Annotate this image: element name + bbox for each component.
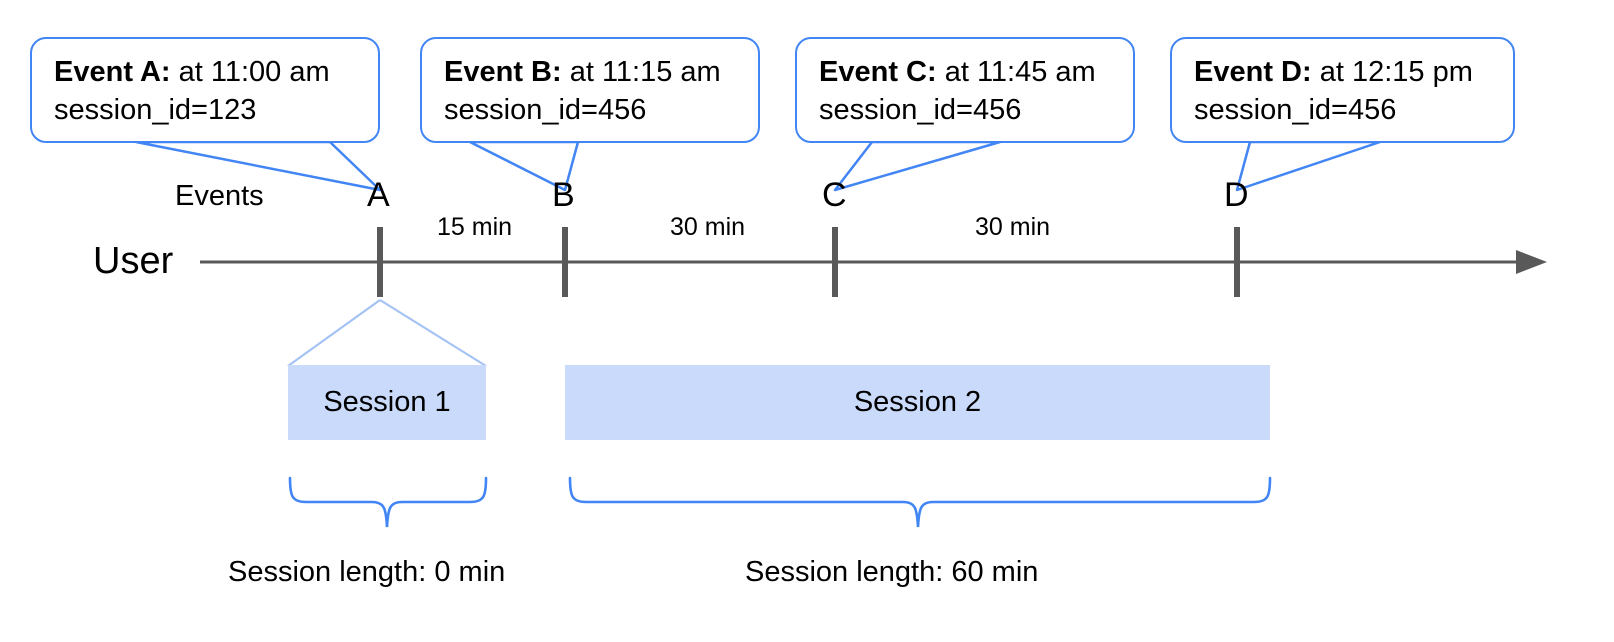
- gap-label-c-d: 30 min: [975, 213, 1051, 241]
- callout-a-rest: at 11:00 am: [170, 56, 330, 88]
- callout-event-b[interactable]: Event B: at 11:15 am session_id=456: [420, 37, 760, 143]
- session1-brace: [288, 476, 488, 528]
- session2-brace: [568, 476, 1272, 528]
- callout-c-line2: session_id=456: [819, 94, 1022, 127]
- callout-c-bold: Event C:: [819, 56, 937, 88]
- row-label-user: User: [93, 240, 174, 282]
- session-length-1: Session length: 0 min: [228, 556, 506, 588]
- event-ticks: [377, 227, 1240, 297]
- session-length-2: Session length: 60 min: [745, 556, 1039, 588]
- callout-c-line1: Event C: at 11:45 am: [819, 53, 1115, 91]
- session-box-1[interactable]: Session 1: [288, 365, 486, 440]
- callout-d-rest: at 12:15 pm: [1311, 56, 1473, 88]
- callout-a-line1: Event A: at 11:00 am: [54, 53, 360, 91]
- session-box-2-label: Session 2: [853, 386, 982, 418]
- callout-d-line2: session_id=456: [1194, 94, 1397, 127]
- event-label-a: A: [367, 176, 390, 214]
- callout-c-rest: at 11:45 am: [936, 56, 1096, 88]
- callout-b-line2: session_id=456: [444, 94, 647, 127]
- callout-b-bold: Event B:: [444, 56, 562, 88]
- session-box-1-label: Session 1: [323, 386, 451, 418]
- callout-event-c[interactable]: Event C: at 11:45 am session_id=456: [795, 37, 1135, 143]
- callout-d-bold: Event D:: [1194, 56, 1312, 88]
- row-label-events: Events: [175, 180, 264, 212]
- callout-event-d[interactable]: Event D: at 12:15 pm session_id=456: [1170, 37, 1515, 143]
- callout-b-rest: at 11:15 am: [561, 56, 721, 88]
- callout-tail-d: [1235, 140, 1382, 192]
- callout-event-a[interactable]: Event A: at 11:00 am session_id=123: [30, 37, 380, 143]
- callout-b-line1: Event B: at 11:15 am: [444, 53, 740, 91]
- callout-tail-c: [833, 140, 1002, 192]
- session1-leader-lines: [287, 299, 487, 367]
- timeline-axis: [200, 250, 1547, 274]
- session-box-2[interactable]: Session 2: [565, 365, 1270, 440]
- event-label-d: D: [1224, 176, 1249, 214]
- event-label-c: C: [822, 176, 847, 214]
- callout-a-line2: session_id=123: [54, 94, 257, 127]
- callout-a-bold: Event A:: [54, 56, 171, 88]
- event-label-b: B: [552, 176, 575, 214]
- gap-label-b-c: 30 min: [670, 213, 746, 241]
- callout-d-line1: Event D: at 12:15 pm: [1194, 53, 1495, 91]
- gap-label-a-b: 15 min: [437, 213, 513, 241]
